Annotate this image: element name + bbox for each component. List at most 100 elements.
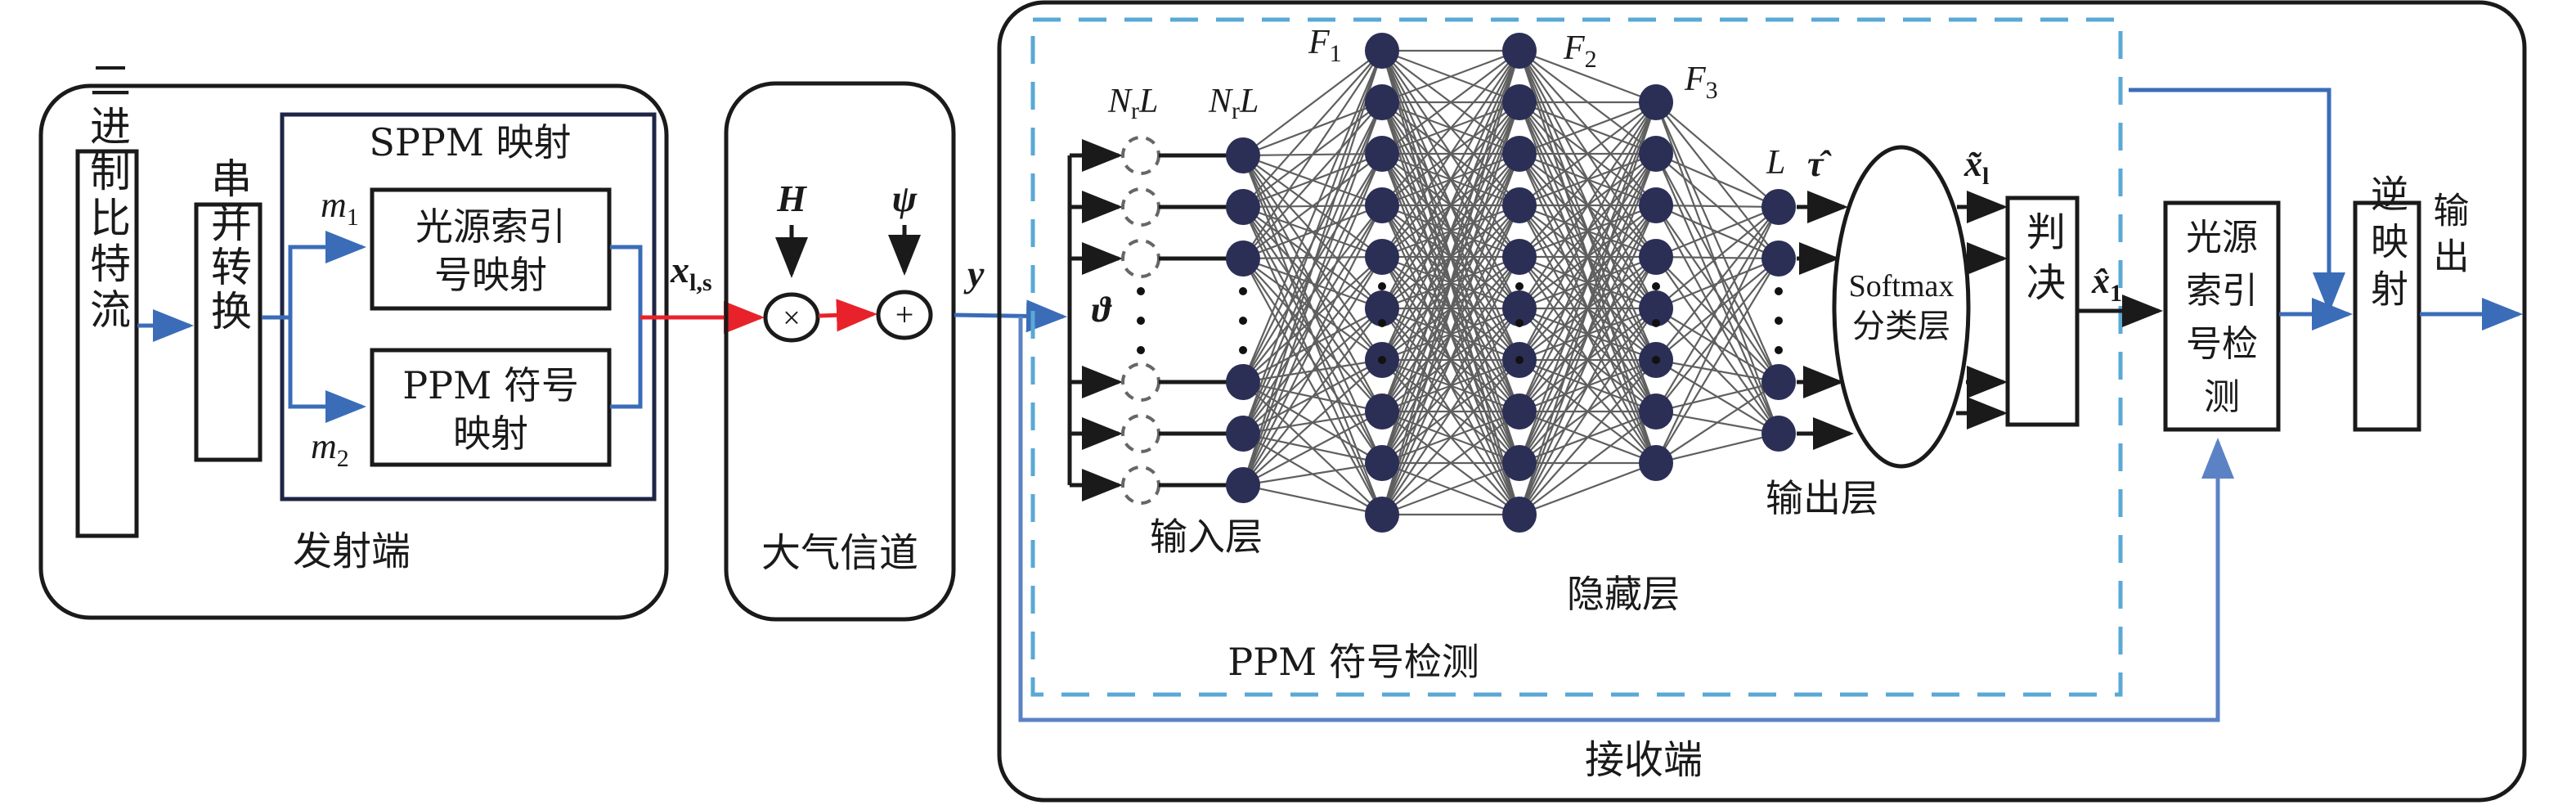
connection-h1-h2 <box>1380 153 1521 515</box>
hidden1-neuron <box>1365 394 1399 429</box>
connection-h3-output <box>1655 432 1779 465</box>
softmax-line1: Softmax <box>1849 269 1954 304</box>
connection-input-h1 <box>1241 101 1384 486</box>
inverse-mapping-block <box>2353 200 2421 432</box>
connection-input-h1 <box>1242 258 1383 412</box>
hidden2-neuron <box>1502 497 1537 533</box>
connection-h3-output <box>1655 152 1779 209</box>
ghost-node <box>1121 414 1160 453</box>
input-neuron <box>1226 241 1260 277</box>
ellipsis-dot <box>1137 287 1145 295</box>
connection-h1-h2 <box>1381 411 1520 515</box>
connection-h3-output <box>1655 206 1779 361</box>
hidden3-neuron <box>1639 84 1673 120</box>
output-neuron <box>1761 189 1796 225</box>
arrow-to-receiver <box>954 299 1067 333</box>
ellipsis-dot <box>1652 282 1660 290</box>
hidden2-neuron <box>1502 394 1537 429</box>
hidden3-neuron <box>1639 136 1673 172</box>
hidden2-neuron <box>1502 33 1537 69</box>
receiver-label: 接收端 <box>1585 737 1703 783</box>
hidden3-neuron <box>1639 445 1673 481</box>
connection-h3-output <box>1654 101 1780 383</box>
connection-input-h1 <box>1242 101 1383 259</box>
connection-h2-h3 <box>1519 461 1657 516</box>
inverse-mapping-text: 逆映射 <box>2365 174 2409 317</box>
hidden2-neuron <box>1502 290 1537 326</box>
ppm-symbol-mapping-line2: 映射 <box>453 411 528 456</box>
connection-h1-h2 <box>1380 50 1521 361</box>
hidden2-neuron <box>1502 445 1537 481</box>
light-index-mapping-line1: 光源索引 <box>415 205 566 249</box>
connection-h2-h3 <box>1518 101 1658 515</box>
connection-input-h1 <box>1242 258 1383 361</box>
hidden-layer-label: 隐藏层 <box>1567 572 1680 616</box>
hidden3-neuron <box>1639 394 1673 429</box>
connection-h3-output <box>1655 206 1779 464</box>
input-layer-label: 输入层 <box>1150 515 1263 559</box>
bypass-line-to-index-detection <box>1018 317 2234 722</box>
light-index-detection-line1: 光源 <box>2186 217 2258 259</box>
input-neuron <box>1226 189 1260 225</box>
output-layer-size: L <box>1766 144 1785 182</box>
connection-h3-output <box>1655 381 1779 464</box>
light-index-detection-line2: 索引 <box>2186 270 2258 312</box>
softmax-classifier <box>1832 145 1971 469</box>
ghost-layer-size: NrL <box>1107 83 1158 124</box>
arrow-to-ppm-map <box>288 317 366 423</box>
connection-h2-h3 <box>1518 101 1658 464</box>
connection-h3-output <box>1655 206 1779 412</box>
connection-h2-h3 <box>1518 153 1658 515</box>
input-neuron <box>1226 364 1260 400</box>
connection-h3-output <box>1655 380 1779 413</box>
ghost-node <box>1121 362 1160 402</box>
connection-h1-h2 <box>1381 50 1520 258</box>
light-index-detection-line4: 测 <box>2204 376 2240 418</box>
sppm-mapping-frame <box>280 112 657 501</box>
connection-input-h1 <box>1242 359 1383 486</box>
receiver-region: 接收端 PPM 符号检测 ϑ NrL NrL 输入层 隐藏层 输出层 F1 F2… <box>997 0 2527 803</box>
connection-input-h1 <box>1242 50 1383 259</box>
hidden1-neuron <box>1365 290 1399 326</box>
input-neuron <box>1226 467 1260 503</box>
connection-h2-h3 <box>1519 411 1657 515</box>
hidden3-neuron <box>1639 187 1673 223</box>
ppm-detection-frame <box>1030 17 2123 697</box>
connection-h3-output <box>1655 101 1779 208</box>
hidden2-neuron <box>1502 239 1537 275</box>
connection-h2-h3 <box>1519 101 1657 309</box>
input-neuron <box>1226 416 1260 452</box>
connection-h1-h2 <box>1380 50 1521 464</box>
connection-input-h1 <box>1241 153 1384 486</box>
ellipsis-dot <box>1775 346 1783 354</box>
channel-region: 大气信道 H × ψ + <box>724 81 956 622</box>
connection-input-h1 <box>1242 50 1383 208</box>
receiver-frame <box>997 0 2527 803</box>
ellipsis-dot <box>1137 346 1145 354</box>
connection-input-h1 <box>1242 483 1383 516</box>
arrow-multiply-to-add <box>818 299 877 332</box>
serial-parallel-block <box>194 202 263 462</box>
connection-h3-output <box>1655 153 1779 383</box>
add-op: + <box>895 296 914 333</box>
sppm-mapping-title: SPPM 映射 <box>369 120 571 164</box>
ellipsis-dot <box>1239 287 1247 295</box>
m2-label: m2 <box>311 426 349 472</box>
connection-h1-h2 <box>1381 50 1520 155</box>
connection-input-h1 <box>1242 256 1383 486</box>
hidden2-neuron <box>1502 84 1537 120</box>
connection-input-h1 <box>1242 308 1383 486</box>
connection-h3-output <box>1655 205 1779 383</box>
transmitter-label: 发射端 <box>293 528 411 574</box>
decision-block <box>2005 196 2080 427</box>
multiply-node <box>763 292 820 343</box>
x-tilde-label: x̃l <box>1963 144 1989 190</box>
ghost-node <box>1121 465 1160 505</box>
connection-h3-output <box>1655 256 1779 383</box>
connection-input-h1 <box>1242 255 1383 260</box>
output-neuron <box>1761 416 1796 452</box>
connection-h2-h3 <box>1519 101 1657 155</box>
transmitter-frame <box>38 83 669 620</box>
channel-label: 大气信道 <box>761 530 918 576</box>
ellipsis-dot <box>1775 317 1783 325</box>
